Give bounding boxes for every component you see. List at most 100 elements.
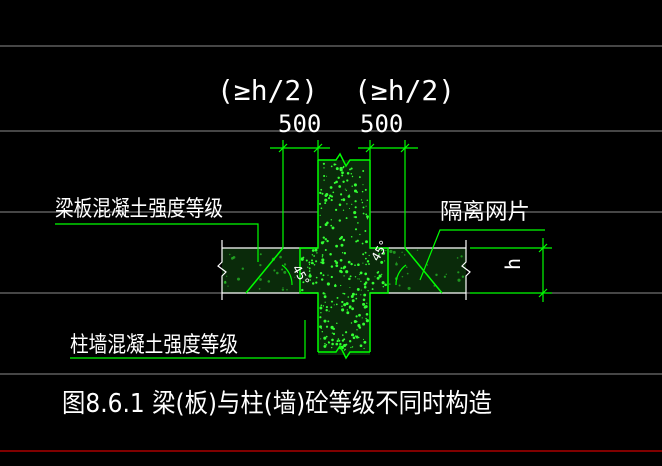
speckle-dot: [294, 276, 296, 278]
speckle-dot: [361, 242, 364, 245]
speckle-dot: [395, 262, 398, 266]
speckle-dot: [319, 226, 322, 228]
speckle-dot: [319, 325, 322, 329]
leader-lines: [55, 223, 545, 359]
speckle-dot: [350, 172, 353, 175]
height-dimension: [470, 238, 552, 302]
speckle-dot: [389, 249, 393, 254]
speckle-dot: [351, 307, 354, 311]
speckle-dot: [319, 202, 321, 205]
speckle-dot: [311, 282, 315, 285]
speckle-dot: [259, 263, 262, 267]
speckle-dot: [339, 342, 342, 346]
speckle-dot: [363, 340, 367, 344]
speckle-dot: [330, 306, 333, 309]
speckle-dot: [348, 277, 351, 281]
speckle-dot: [226, 275, 228, 277]
speckle-dot: [319, 191, 322, 195]
speckle-dot: [356, 329, 358, 331]
speckle-dot: [359, 344, 363, 348]
speckle-dot: [403, 254, 406, 256]
speckle-dot: [307, 266, 309, 268]
speckle-dot: [341, 171, 344, 175]
speckle-dot: [367, 289, 369, 292]
speckle-dot: [334, 259, 337, 263]
column-outline: [245, 152, 443, 360]
speckle-dot: [357, 336, 360, 339]
speckle-dot: [241, 267, 244, 270]
speckle-dot: [335, 261, 339, 265]
speckle-dot: [326, 282, 330, 286]
speckle-dot: [350, 236, 353, 238]
speckle-dot: [322, 274, 325, 277]
speckle-dot: [362, 322, 366, 326]
speckle-dot: [330, 165, 333, 168]
speckle-dot: [362, 170, 365, 172]
speckle-dot: [405, 266, 408, 269]
speckle-dot: [286, 288, 288, 291]
speckle-dot: [346, 311, 350, 315]
speckle-dot: [361, 317, 363, 319]
speckle-dot: [362, 184, 364, 186]
speckle-dot: [335, 180, 338, 184]
speckle-dot: [360, 280, 362, 282]
speckle-dot: [321, 261, 325, 265]
break-mark-right: [461, 240, 471, 300]
speckle-dot: [334, 208, 338, 212]
speckle-dot: [323, 179, 325, 181]
concrete-speckle: [223, 162, 465, 351]
speckle-dot: [368, 263, 370, 265]
speckle-dot: [364, 188, 367, 191]
speckle-dot: [320, 312, 322, 314]
speckle-dot: [258, 288, 261, 290]
speckle-dot: [324, 342, 326, 345]
speckle-dot: [395, 261, 397, 263]
speckle-dot: [374, 276, 376, 278]
speckle-dot: [461, 275, 465, 278]
speckle-dot: [319, 272, 323, 275]
speckle-dot: [343, 275, 345, 277]
speckle-dot: [313, 264, 316, 266]
angle-arc-left: [281, 264, 293, 286]
speckle-dot: [331, 332, 334, 334]
speckle-dot: [333, 181, 336, 184]
speckle-dot: [325, 335, 328, 338]
speckle-dot: [338, 185, 342, 188]
speckle-dot: [376, 271, 379, 274]
speckle-dot: [364, 281, 368, 284]
speckle-dot: [354, 206, 357, 209]
speckle-dot: [365, 317, 367, 320]
speckle-dot: [342, 198, 346, 202]
speckle-dot: [340, 199, 343, 201]
speckle-dot: [315, 281, 318, 284]
speckle-dot: [347, 296, 350, 298]
speckle-dot: [351, 299, 355, 303]
speckle-dot: [331, 342, 334, 346]
speckle-dot: [320, 207, 323, 210]
speckle-dot: [346, 309, 348, 311]
dim-hint-right: (≥h/2): [354, 74, 455, 107]
speckle-dot: [321, 330, 324, 333]
speckle-dot: [338, 219, 342, 222]
speckle-dot: [353, 211, 357, 215]
speckle-dot: [358, 278, 360, 280]
speckle-dot: [354, 215, 358, 219]
speckle-dot: [321, 278, 324, 281]
speckle-dot: [350, 346, 352, 349]
speckle-dot: [363, 285, 367, 289]
break-mark-left: [217, 240, 227, 300]
speckle-dot: [368, 254, 370, 257]
speckle-dot: [308, 267, 311, 270]
speckle-dot: [346, 203, 348, 205]
speckle-dot: [341, 252, 344, 254]
speckle-dot: [335, 244, 338, 248]
speckle-dot: [378, 253, 380, 255]
speckle-dot: [338, 203, 342, 207]
speckle-dot: [324, 293, 326, 295]
speckle-dot: [371, 281, 375, 285]
speckle-dot: [323, 295, 327, 299]
speckle-dot: [398, 284, 401, 287]
speckle-dot: [348, 207, 351, 210]
speckle-dot: [339, 258, 343, 262]
speckle-dot: [325, 325, 329, 328]
